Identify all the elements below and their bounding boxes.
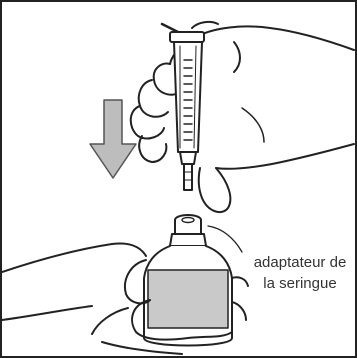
callout-line-2: la seringue xyxy=(246,273,354,294)
bottle xyxy=(144,215,232,346)
illustration xyxy=(2,2,355,356)
syringe-adapter-label: adaptateur de la seringue xyxy=(246,252,354,294)
upper-hand xyxy=(131,22,354,212)
callout-line-1: adaptateur de xyxy=(246,252,354,273)
callout-leader-line xyxy=(208,226,242,252)
down-arrow-icon xyxy=(90,100,136,178)
syringe xyxy=(162,24,204,190)
